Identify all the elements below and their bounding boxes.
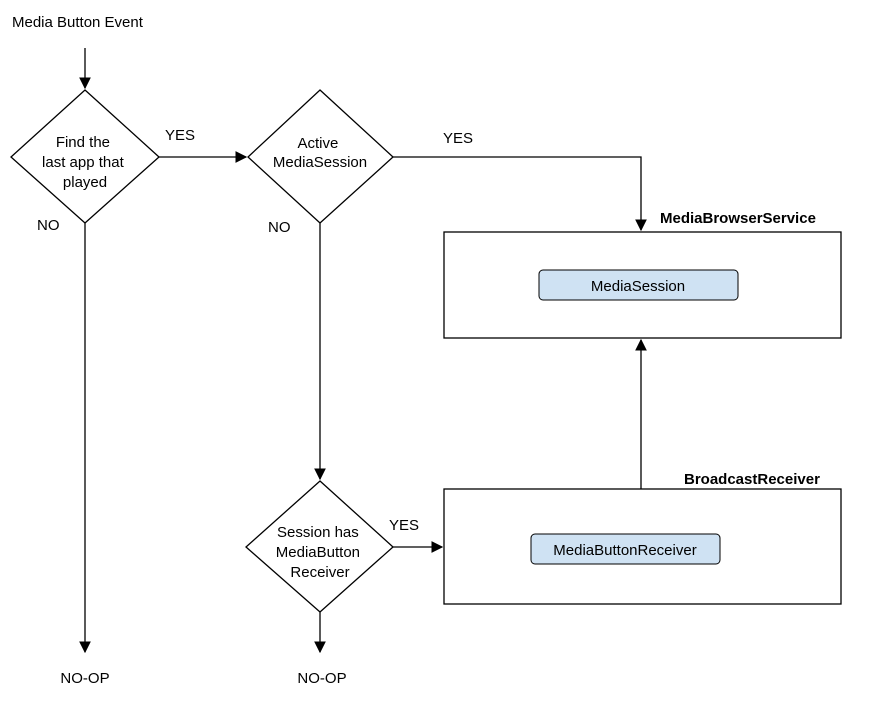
arrow-yes-active-to-browser-service bbox=[393, 156, 647, 232]
edge-label-no-2: NO bbox=[268, 219, 291, 236]
media-session-pill bbox=[538, 269, 739, 301]
decision-find-last-app: Find the last app that played bbox=[10, 89, 160, 224]
edge-label-yes-1: YES bbox=[165, 127, 195, 144]
terminal-noop-1: NO-OP bbox=[60, 670, 109, 687]
decision-session-has-receiver-line1: Session has bbox=[277, 524, 359, 541]
svg-text:Active MediaSession: Active MediaSession bbox=[273, 135, 367, 171]
terminal-noop-2: NO-OP bbox=[297, 670, 346, 687]
media-button-receiver-pill bbox=[530, 533, 721, 565]
decision-find-last-app-line1: Find the bbox=[56, 134, 110, 151]
decision-active-session-line2: MediaSession bbox=[273, 154, 367, 171]
edge-label-no-1: NO bbox=[37, 217, 60, 234]
media-session-label: MediaSession bbox=[591, 278, 685, 295]
decision-active-session-line1: Active bbox=[297, 135, 338, 152]
svg-text:Session has MediaButton: Session has MediaButton Receiver bbox=[276, 524, 364, 581]
svg-text:Find the last app that: Find the last app that played bbox=[42, 134, 128, 191]
container-media-browser-service-title: MediaBrowserService bbox=[660, 210, 816, 227]
edge-label-yes-3: YES bbox=[389, 517, 419, 534]
decision-session-has-receiver-line3: Receiver bbox=[290, 564, 349, 581]
decision-active-session: Active MediaSession bbox=[247, 89, 394, 224]
decision-session-has-receiver-line2: MediaButton bbox=[276, 544, 360, 561]
container-broadcast-receiver: BroadcastReceiver MediaButtonReceiver bbox=[443, 471, 842, 605]
start-label: Media Button Event bbox=[12, 14, 144, 31]
container-media-browser-service: MediaBrowserService MediaSession bbox=[443, 210, 842, 339]
media-button-receiver-label: MediaButtonReceiver bbox=[553, 542, 696, 559]
container-broadcast-receiver-title: BroadcastReceiver bbox=[684, 471, 820, 488]
decision-find-last-app-line2: last app that bbox=[42, 154, 125, 171]
decision-find-last-app-line3: played bbox=[63, 174, 107, 191]
edge-label-yes-2: YES bbox=[443, 130, 473, 147]
decision-session-has-receiver: Session has MediaButton Receiver bbox=[245, 480, 394, 613]
